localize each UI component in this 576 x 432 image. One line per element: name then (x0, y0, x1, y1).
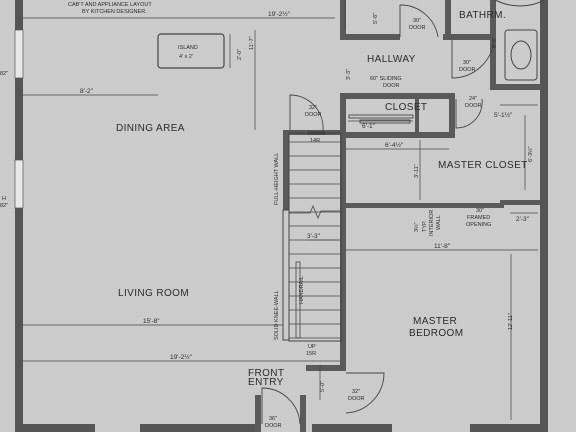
room-living: LIVING ROOM (118, 288, 189, 299)
dim-hall-vert: 5'-8" (373, 13, 379, 24)
dim-living-width: 19'-2½" (170, 353, 193, 361)
note-typ-wall-2: TYP. (422, 220, 428, 232)
dim-top-width: 19'-2½" (268, 10, 291, 18)
dim-dining-height: 11'-7" (249, 36, 255, 50)
door-30-bath-word: DOOR (459, 67, 476, 73)
dim-entry-vert: 5'-0" (320, 381, 326, 392)
exterior-walls (15, 0, 548, 432)
note-cabinet-2: BY KITCHEN DESIGNER. (82, 9, 147, 15)
room-master-closet: MASTER CLOSET (438, 160, 528, 171)
dim-stair-width: 3'-3" (307, 233, 321, 240)
dim-left-edge-3: H (2, 196, 6, 202)
dim-master-closet-height: 3'-11" (414, 164, 420, 178)
dim-framed-gap: 2'-3" (516, 216, 530, 223)
dim-dining-left: 8'-2" (80, 88, 94, 95)
left-windows (14, 29, 24, 209)
dim-bedroom-height: 12'-11" (508, 313, 514, 330)
island-label-2: 4' x 2' (179, 54, 193, 60)
door-32-top: 32" (309, 105, 317, 111)
dim-bath-right: 5'-1½" (494, 111, 513, 119)
note-solid-knee-wall: SOLID KNEE-WALL (274, 290, 280, 340)
note-handrail: HANDRAIL (299, 276, 305, 304)
note-typ-wall-1: 3½" (413, 222, 420, 232)
dim-bedroom-width: 11'-8" (434, 243, 451, 250)
room-dining: DINING AREA (116, 123, 185, 134)
dim-bath-vert-top: 6'-9" (492, 37, 498, 48)
dim-left-edge-2: 82" (0, 203, 8, 209)
room-closet: CLOSET (385, 102, 427, 113)
door-swings (261, 4, 495, 425)
door-30-bath: 30" (463, 60, 471, 66)
note-framed-2: FRAMED (467, 215, 490, 221)
note-sliding-door-2: DOOR (383, 83, 400, 89)
note-framed-3: OPENING (466, 222, 491, 228)
note-framed-1: 30" (476, 208, 484, 214)
dim-island-gap: 2'-0" (237, 49, 243, 60)
bath-fixtures (494, 0, 546, 81)
door-30-hall-word: DOOR (409, 25, 426, 31)
dim-closet-width: 6'-1" (362, 123, 376, 130)
kitchen-island (157, 33, 225, 69)
note-sliding-door-1: 60" SLIDING (370, 76, 402, 82)
room-hallway: HALLWAY (367, 54, 416, 65)
room-front-entry-1: FRONT (248, 368, 284, 379)
door-36: 36" (269, 416, 277, 422)
door-30-hall: 30" (413, 18, 421, 24)
note-full-height-wall: FULL-HEIGHT WALL (274, 153, 280, 205)
note-typ-wall-4: WALL (436, 215, 442, 230)
room-master-bedroom-1: MASTER (413, 316, 457, 327)
room-front-entry-2: ENTRY (248, 377, 284, 388)
door-32-top-word: DOOR (305, 112, 322, 118)
note-down-2: 14R (310, 138, 320, 144)
dim-left-edge-1: 82" (0, 71, 8, 77)
door-32-bottom: 32" (352, 389, 360, 395)
door-24: 24" (469, 96, 477, 102)
note-down-1: DOWN (308, 131, 325, 137)
door-32-bottom-word: DOOR (348, 396, 365, 402)
note-up-2: 15R (306, 351, 316, 357)
dimension-lines (23, 0, 538, 420)
room-bathroom: BATHRM. (459, 10, 506, 21)
dim-master-closet-width: 6'-4½" (385, 141, 404, 149)
island-label-1: ISLAND (178, 45, 198, 51)
stair-treads (289, 141, 340, 339)
note-cabinet-1: CAB'T AND APPLIANCE LAYOUT (68, 2, 152, 8)
room-master-bedroom-2: BEDROOM (409, 328, 463, 339)
stair-side-walls (282, 132, 342, 342)
door-36-word: DOOR (265, 423, 282, 429)
note-up-1: UP (308, 344, 316, 350)
note-typ-wall-3: INTERIOR (429, 210, 435, 236)
dim-bath-vert: 6'-3½" (527, 146, 534, 162)
dim-hall-vert-2: 3'-3" (346, 69, 352, 80)
door-24-word: DOOR (465, 103, 482, 109)
dim-living-inner: 15'-8" (143, 318, 160, 325)
